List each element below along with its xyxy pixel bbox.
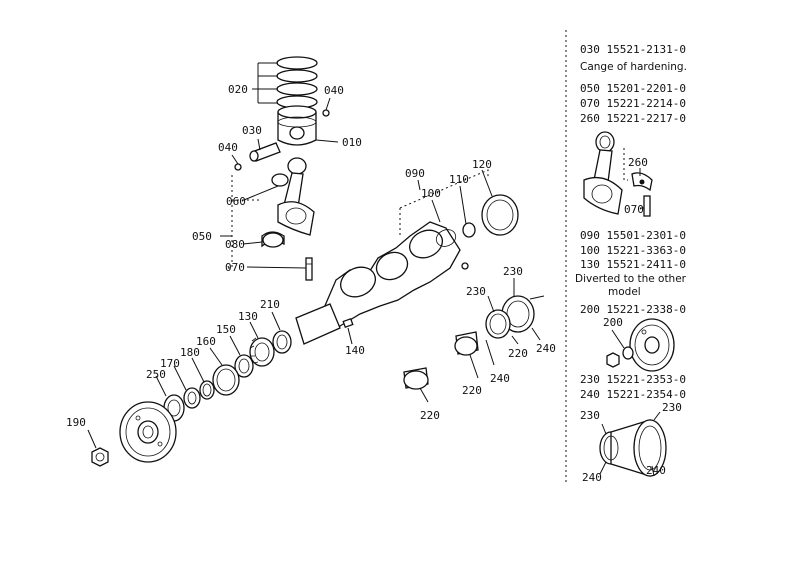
note-070: 070 15221-2214-0 [580, 97, 686, 110]
inset-connecting-rod [583, 131, 653, 217]
callout-040: 040 [218, 141, 238, 154]
note-240: 240 15221-2354-0 [580, 388, 686, 401]
callout-240: 240 [536, 342, 556, 355]
leader-lines [87, 62, 545, 449]
part-notes: 030 15521-2131-0 Cange of hardening. 050… [575, 43, 687, 401]
crank-gear [249, 337, 275, 367]
callout-labels: 020 010 040 030 040 060 050 080 070 090 … [66, 83, 556, 429]
callout-240: 240 [490, 372, 510, 385]
callout-130: 130 [238, 310, 258, 323]
callout-210: 210 [260, 298, 280, 311]
collar-170 [183, 387, 201, 409]
key-140 [342, 317, 354, 329]
callout-080: 080 [225, 238, 245, 251]
note-230: 230 15221-2353-0 [580, 373, 686, 386]
note-100: 100 15221-3363-0 [580, 244, 686, 257]
callout-170: 170 [160, 357, 180, 370]
inset-callout-230: 230 [662, 401, 682, 414]
callout-060: 060 [226, 195, 246, 208]
crank-pulley [119, 401, 177, 463]
o-ring-160 [212, 364, 240, 396]
callout-100: 100 [421, 187, 441, 200]
note-model: model [608, 286, 641, 298]
piston-pin [249, 142, 281, 162]
callout-190: 190 [66, 416, 86, 429]
inset-bearing-pair [599, 411, 667, 477]
callout-090: 090 [405, 167, 425, 180]
crankshaft [295, 221, 469, 345]
inset-callout-240: 240 [582, 471, 602, 484]
note-090: 090 15501-2301-0 [580, 229, 686, 242]
callout-220: 220 [462, 384, 482, 397]
note-030: 030 15521-2131-0 [580, 43, 686, 56]
bearing-220a [454, 331, 479, 356]
callout-160: 160 [196, 335, 216, 348]
crank-pin-bearing [261, 231, 285, 248]
note-200: 200 15221-2338-0 [580, 303, 686, 316]
washer-180 [199, 380, 215, 400]
bearing-220b [403, 367, 429, 390]
callout-070: 070 [225, 261, 245, 274]
callout-230: 230 [466, 285, 486, 298]
main-bearing-110 [462, 222, 476, 238]
callout-020: 020 [228, 83, 248, 96]
note-hardening: Cange of hardening. [580, 61, 687, 73]
inset-callout-240: 240 [646, 464, 666, 477]
inset-callout-070: 070 [624, 203, 644, 216]
connecting-rod [271, 157, 315, 236]
collar-150 [234, 354, 254, 378]
piston-rings [276, 56, 318, 109]
callout-010: 010 [342, 136, 362, 149]
gear-collar [272, 330, 292, 354]
callout-230: 230 [503, 265, 523, 278]
inset-callout-260: 260 [628, 156, 648, 169]
pulley-nut [91, 447, 109, 467]
callout-040: 040 [324, 84, 344, 97]
callout-120: 120 [472, 158, 492, 171]
piston [277, 105, 317, 146]
callout-110: 110 [449, 173, 469, 186]
callout-250: 250 [146, 368, 166, 381]
bearing-230 [485, 309, 511, 339]
inset-gear-assembly [606, 318, 675, 372]
note-diverted: Diverted to the other [575, 273, 687, 285]
rod-bolt [305, 257, 313, 281]
main-bearing-120 [481, 194, 519, 236]
note-260: 260 15221-2217-0 [580, 112, 686, 125]
callout-220: 220 [420, 409, 440, 422]
callout-050: 050 [192, 230, 212, 243]
callout-220: 220 [508, 347, 528, 360]
inset-callout-230: 230 [580, 409, 600, 422]
note-050: 050 15201-2201-0 [580, 82, 686, 95]
note-130: 130 15521-2411-0 [580, 258, 686, 271]
callout-180: 180 [180, 346, 200, 359]
callout-140: 140 [345, 344, 365, 357]
inset-callout-200: 200 [603, 316, 623, 329]
callout-030: 030 [242, 124, 262, 137]
callout-150: 150 [216, 323, 236, 336]
